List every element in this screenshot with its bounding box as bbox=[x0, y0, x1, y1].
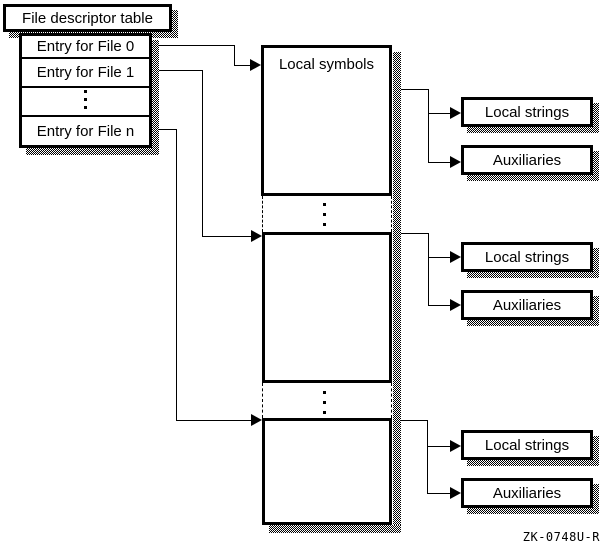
local-strings-box-3: Local strings bbox=[461, 430, 593, 460]
table-row-entry-file-0: Entry for File 0 bbox=[22, 36, 149, 59]
local-strings-2-label: Local strings bbox=[484, 248, 570, 266]
arrowhead-icon bbox=[450, 251, 461, 263]
entry-file-0-label: Entry for File 0 bbox=[36, 38, 135, 55]
table-row-entry-file-n: Entry for File n bbox=[22, 117, 149, 145]
file-descriptor-table: Entry for File 0 Entry for File 1 Entry … bbox=[19, 33, 152, 148]
connector-segment bbox=[202, 70, 203, 237]
dashed-edge-right-gap-2 bbox=[391, 383, 392, 418]
local-symbols-label: Local symbols bbox=[278, 56, 375, 73]
auxiliaries-1-label: Auxiliaries bbox=[492, 151, 562, 169]
entry-file-n-label: Entry for File n bbox=[36, 122, 135, 140]
connector-segment bbox=[159, 70, 202, 71]
connector-segment bbox=[428, 162, 450, 163]
file-descriptor-table-title-box: File descriptor table bbox=[3, 4, 172, 32]
figure-code-label: ZK-0748U-R bbox=[522, 530, 600, 544]
auxiliaries-box-1: Auxiliaries bbox=[461, 145, 593, 175]
symbol-table-box-2 bbox=[262, 232, 392, 383]
connector-segment bbox=[176, 129, 177, 421]
dashed-edge-right-gap-1 bbox=[391, 196, 392, 232]
local-strings-1-label: Local strings bbox=[484, 103, 570, 121]
arrowhead-icon bbox=[450, 107, 461, 119]
auxiliaries-3-label: Auxiliaries bbox=[492, 484, 562, 502]
symbol-tables-bottom-shadow bbox=[269, 525, 401, 533]
local-symbols-box-1: Local symbols bbox=[261, 45, 392, 196]
table-row-ellipsis bbox=[22, 88, 149, 117]
symbol-tables-right-shadow bbox=[393, 52, 401, 532]
connector-segment bbox=[202, 236, 251, 237]
connector-segment bbox=[401, 233, 428, 234]
arrowhead-icon bbox=[450, 440, 461, 452]
connector-segment bbox=[428, 305, 450, 306]
connector-segment bbox=[401, 89, 428, 90]
arrowhead-icon bbox=[450, 156, 461, 168]
arrowhead-icon bbox=[251, 230, 262, 242]
entry-file-1-label: Entry for File 1 bbox=[36, 64, 135, 81]
dashed-edge-left-gap-1 bbox=[262, 196, 263, 232]
auxiliaries-2-label: Auxiliaries bbox=[492, 296, 562, 314]
connector-segment bbox=[159, 129, 176, 130]
connector-segment bbox=[234, 45, 235, 66]
connector-segment bbox=[427, 420, 428, 494]
local-strings-3-label: Local strings bbox=[484, 436, 570, 454]
connector-segment bbox=[428, 113, 450, 114]
auxiliaries-box-2: Auxiliaries bbox=[461, 290, 593, 320]
file-descriptor-table-title: File descriptor table bbox=[22, 9, 153, 27]
auxiliaries-box-3: Auxiliaries bbox=[461, 478, 593, 508]
local-strings-box-2: Local strings bbox=[461, 242, 593, 272]
table-row-entry-file-1: Entry for File 1 bbox=[22, 59, 149, 88]
arrowhead-icon bbox=[251, 414, 262, 426]
dashed-edge-left-gap-2 bbox=[262, 383, 263, 418]
vertical-ellipsis-icon bbox=[323, 391, 326, 421]
connector-segment bbox=[159, 45, 234, 46]
connector-segment bbox=[176, 420, 251, 421]
vertical-ellipsis-icon bbox=[84, 89, 87, 114]
connector-segment bbox=[427, 493, 450, 494]
connector-segment bbox=[427, 446, 450, 447]
connector-segment bbox=[428, 257, 450, 258]
vertical-ellipsis-icon bbox=[323, 203, 326, 233]
local-strings-box-1: Local strings bbox=[461, 97, 593, 127]
connector-segment bbox=[401, 420, 427, 421]
connector-segment bbox=[428, 233, 429, 306]
connector-segment bbox=[234, 65, 251, 66]
arrowhead-icon bbox=[450, 299, 461, 311]
arrowhead-icon bbox=[250, 59, 261, 71]
arrowhead-icon bbox=[450, 487, 461, 499]
connector-segment bbox=[428, 89, 429, 163]
symbol-table-box-3 bbox=[262, 418, 392, 525]
